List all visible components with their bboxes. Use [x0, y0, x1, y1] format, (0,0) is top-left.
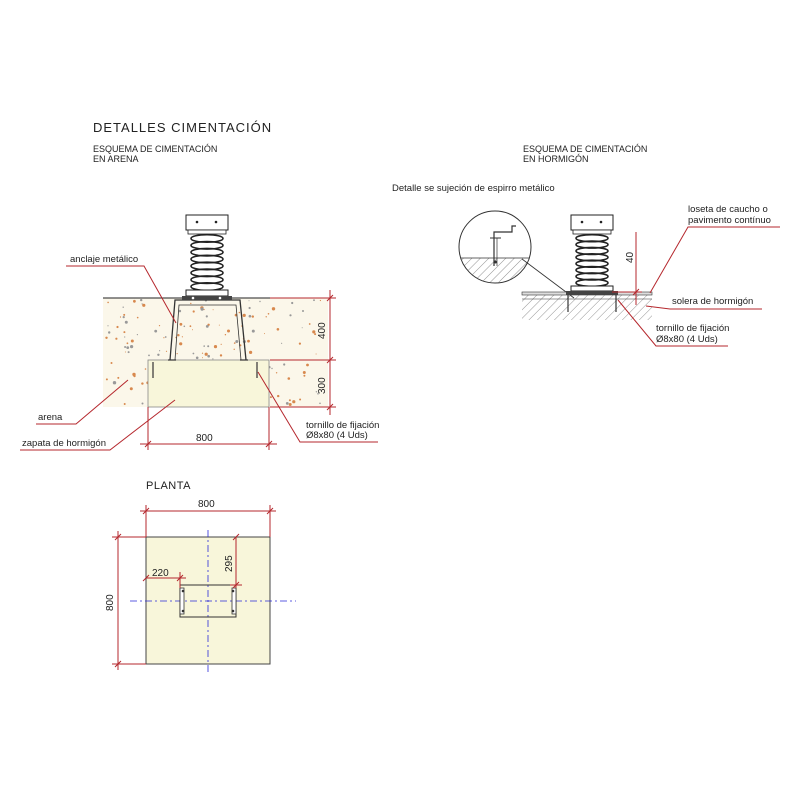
sand-scheme: ESQUEMA DE CIMENTACIÓN EN ARENA [20, 144, 379, 451]
label-tile-2: pavimento contínuo [688, 215, 771, 226]
plan-dim-offset-x: 220 [152, 568, 169, 579]
concrete-scheme: ESQUEMA DE CIMENTACIÓN EN HORMIGÓN Detal… [392, 144, 780, 347]
sand-scheme-title-2: EN ARENA [93, 154, 139, 164]
label-anchor: anclaje metálico [70, 254, 138, 265]
label-sand: arena [38, 412, 63, 423]
label-bolt-c-2: Ø8x80 (4 Uds) [656, 334, 718, 345]
concrete-scheme-title-1: ESQUEMA DE CIMENTACIÓN [523, 144, 647, 154]
dim-tile: 40 [625, 251, 636, 263]
sand-scheme-title-1: ESQUEMA DE CIMENTACIÓN [93, 144, 217, 154]
plan-title: PLANTA [146, 480, 191, 492]
dim-sand-depth: 400 [317, 322, 328, 339]
detail-title: Detalle se sujeción de espirro metálico [392, 183, 555, 194]
plan-dim-width: 800 [198, 499, 215, 510]
label-bolt-c-1: tornillo de fijación [656, 323, 729, 334]
main-title: DETALLES CIMENTACIÓN [93, 120, 272, 135]
dim-sand-width: 800 [196, 433, 213, 444]
plan-view: PLANTA 800 800 220 295 [105, 480, 296, 675]
label-tile-1: loseta de caucho o [688, 204, 768, 215]
concrete-footing [147, 359, 270, 408]
concrete-scheme-title-2: EN HORMIGÓN [523, 154, 589, 164]
label-bolt-1: tornillo de fijación [306, 420, 379, 431]
spring-rocker-concrete [566, 214, 618, 295]
label-bolt-2: Ø8x80 (4 Uds) [306, 430, 368, 441]
label-slab: solera de hormigón [672, 296, 753, 307]
label-footing: zapata de hormigón [22, 438, 106, 449]
dim-footing-depth: 300 [317, 377, 328, 394]
plan-dim-offset-y: 295 [224, 555, 235, 572]
plan-dim-height: 800 [105, 594, 116, 611]
spring-rocker [182, 214, 232, 300]
detail-bubble [458, 210, 532, 284]
